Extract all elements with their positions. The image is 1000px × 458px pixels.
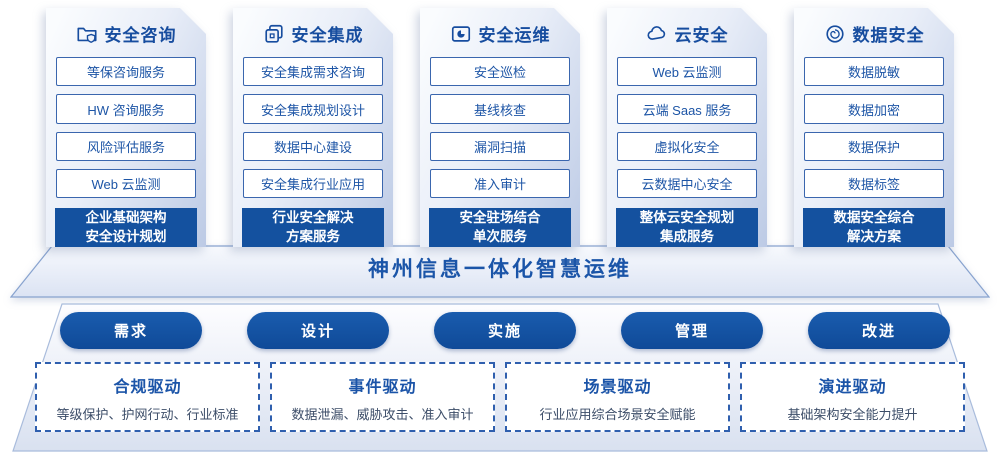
process-pills: 需求 设计 实施 管理 改进: [60, 312, 950, 349]
service-columns: 安全咨询 等保咨询服务 HW 咨询服务 风险评估服务 Web 云监测 企业基础架…: [46, 8, 954, 247]
pill-implementation: 实施: [434, 312, 576, 349]
monitor-pie-icon: [451, 25, 470, 42]
service-item: 安全集成需求咨询: [243, 57, 383, 87]
column-security-integration: 安全集成 安全集成需求咨询 安全集成规划设计 数据中心建设 安全集成行业应用 行…: [233, 8, 393, 247]
column-title: 安全集成: [291, 26, 364, 46]
copy-documents-icon: [264, 24, 283, 43]
column-title: 安全咨询: [104, 26, 177, 46]
highlight-service: 安全驻场结合 单次服务: [429, 208, 571, 247]
service-item: 云数据中心安全: [617, 168, 757, 199]
service-item: 漏洞扫描: [430, 131, 570, 161]
service-item: 虚拟化安全: [617, 131, 757, 161]
column-title: 数据安全: [852, 26, 925, 46]
column-security-consulting: 安全咨询 等保咨询服务 HW 咨询服务 风险评估服务 Web 云监测 企业基础架…: [46, 8, 206, 247]
service-item: 数据标签: [804, 168, 944, 199]
pill-requirement: 需求: [60, 312, 202, 349]
driver-boxes: 合规驱动 等级保护、护网行动、行业标准 事件驱动 数据泄漏、威胁攻击、准入审计 …: [35, 362, 965, 432]
service-item: 安全集成行业应用: [243, 168, 383, 199]
service-item: 准入审计: [430, 168, 570, 199]
service-item: 数据脱敏: [804, 57, 944, 87]
highlight-service: 整体云安全规划 集成服务: [616, 208, 758, 247]
service-item: 数据加密: [804, 94, 944, 124]
driver-evolution: 演进驱动 基础架构安全能力提升: [740, 362, 965, 432]
column-cloud-security: 云安全 Web 云监测 云端 Saas 服务 虚拟化安全 云数据中心安全 整体云…: [607, 8, 767, 247]
pill-improvement: 改进: [808, 312, 950, 349]
driver-scenario: 场景驱动 行业应用综合场景安全赋能: [505, 362, 730, 432]
service-item: 等保咨询服务: [56, 57, 196, 87]
column-title: 安全运维: [478, 26, 551, 46]
service-item: 云端 Saas 服务: [617, 94, 757, 124]
service-item: Web 云监测: [617, 57, 757, 87]
pill-management: 管理: [621, 312, 763, 349]
cloud-icon: [646, 25, 665, 40]
service-item: 数据中心建设: [243, 131, 383, 161]
service-item: 数据保护: [804, 131, 944, 161]
driver-compliance: 合规驱动 等级保护、护网行动、行业标准: [35, 362, 260, 432]
column-title: 云安全: [674, 26, 729, 46]
service-item: 风险评估服务: [56, 131, 196, 161]
service-item: 安全巡检: [430, 57, 570, 87]
service-item: 安全集成规划设计: [243, 94, 383, 124]
folder-shield-icon: [76, 27, 97, 43]
service-item: HW 咨询服务: [56, 94, 196, 124]
highlight-service: 数据安全综合 解决方案: [803, 208, 945, 247]
column-security-operations: 安全运维 安全巡检 基线核查 漏洞扫描 准入审计 安全驻场结合 单次服务: [420, 8, 580, 247]
highlight-service: 行业安全解决 方案服务: [242, 208, 384, 247]
service-item: Web 云监测: [56, 168, 196, 199]
column-data-security: 数据安全 数据脱敏 数据加密 数据保护 数据标签 数据安全综合 解决方案: [794, 8, 954, 247]
driver-incident: 事件驱动 数据泄漏、威胁攻击、准入审计: [270, 362, 495, 432]
pill-design: 设计: [247, 312, 389, 349]
banner-title: 神州信息一体化智慧运维: [368, 258, 632, 281]
fingerprint-icon: [825, 24, 844, 43]
service-item: 基线核查: [430, 94, 570, 124]
highlight-service: 企业基础架构 安全设计规划: [55, 208, 197, 247]
